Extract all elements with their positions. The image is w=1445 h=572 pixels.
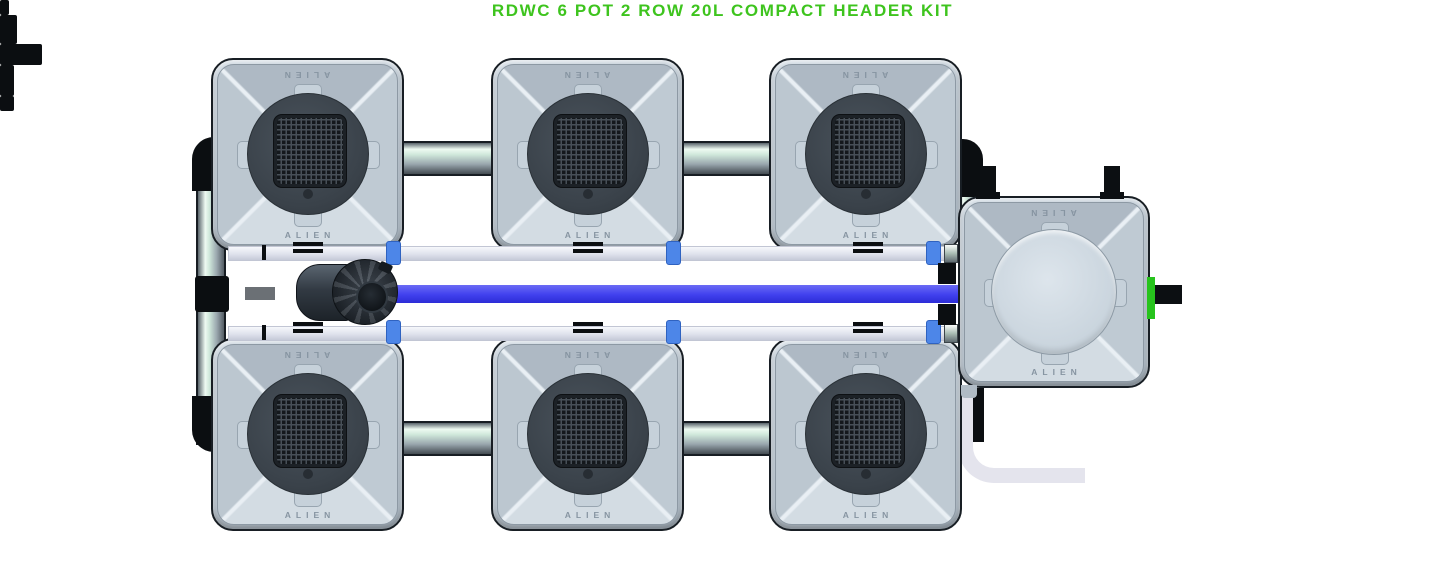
pot-6: ALIEN ALIEN [769,338,962,531]
pump-hub [356,281,388,313]
pipe-union-mark [573,242,603,253]
tank-port-2 [1104,166,1120,196]
header-tank: ALIEN ALIEN [958,196,1150,388]
net-pot-mesh [554,115,626,187]
tee-fitting-left [195,276,229,312]
lid-plug [303,469,313,479]
lid-plug [583,189,593,199]
tank-inlet-fitting-bottom [938,304,956,325]
pipe-union-mark [293,322,323,333]
blue-pipe-clip [386,241,401,265]
blue-pipe-clip [926,320,941,344]
tank-port-2-flange [1100,192,1124,199]
net-pot-mesh [554,395,626,467]
pot-brand-label-top: ALIEN [559,70,611,80]
tank-lid [991,229,1117,355]
valve-flange-right [0,65,14,96]
pot-5: ALIEN ALIEN [491,338,684,531]
pot-lid [247,93,369,215]
net-pot-mesh [274,115,346,187]
valve-stub [0,0,9,15]
pipe-union-mark [573,322,603,333]
pot-brand-label-bottom: ALIEN [284,510,336,520]
lid-plug [861,189,871,199]
pot-lid [805,93,927,215]
pot-lid [527,373,649,495]
pot-brand-label-bottom: ALIEN [564,230,616,240]
lid-plug [303,189,313,199]
valve-flange-left [0,15,17,44]
net-pot-mesh [274,395,346,467]
pot-1: ALIEN ALIEN [211,58,404,251]
pot-brand-label-bottom: ALIEN [284,230,336,240]
blue-pipe-clip [666,320,681,344]
blue-pipe-clip [666,241,681,265]
pot-lid [527,93,649,215]
pipe-union-mark [293,242,323,253]
pump-coupler [0,96,14,111]
pipe-union-mark [853,242,883,253]
valve-handle [1155,285,1182,304]
lid-plug [583,469,593,479]
valve-barrel [245,287,275,300]
page-title: RDWC 6 POT 2 ROW 20L COMPACT HEADER KIT [491,1,954,20]
pipe-end-ring [944,244,958,263]
tank-inlet-fitting-top [938,263,956,284]
lid-plug [861,469,871,479]
pot-brand-label-top: ALIEN [279,70,331,80]
pot-brand-label-top: ALIEN [837,350,889,360]
pot-brand-label-top: ALIEN [279,350,331,360]
hose-connector [961,385,977,398]
tank-port-1-flange [976,192,1000,199]
pot-brand-label-bottom: ALIEN [842,230,894,240]
blue-pipe-clip [926,241,941,265]
pot-2: ALIEN ALIEN [491,58,684,251]
pot-4: ALIEN ALIEN [211,338,404,531]
pot-brand-label-bottom: ALIEN [842,510,894,520]
green-valve-fitting [1147,277,1155,319]
pot-3: ALIEN ALIEN [769,58,962,251]
pipe-mark [262,245,266,260]
delivery-pipe-blue [372,285,958,303]
pipe-mark [262,325,266,340]
pot-brand-label-top: ALIEN [837,70,889,80]
pot-brand-label-top: ALIEN [559,350,611,360]
pipe-union-mark [853,322,883,333]
pipe-end-ring [944,324,958,343]
net-pot-mesh [832,395,904,467]
tank-port-1 [980,166,996,196]
pot-lid [805,373,927,495]
tank-brand-label-bottom: ALIEN [1031,367,1082,377]
valve-body [0,44,42,65]
tank-brand-label-top: ALIEN [1026,208,1077,218]
net-pot-mesh [832,115,904,187]
pot-lid [247,373,369,495]
blue-pipe-clip [386,320,401,344]
pot-brand-label-bottom: ALIEN [564,510,616,520]
drain-hose [958,386,1085,483]
